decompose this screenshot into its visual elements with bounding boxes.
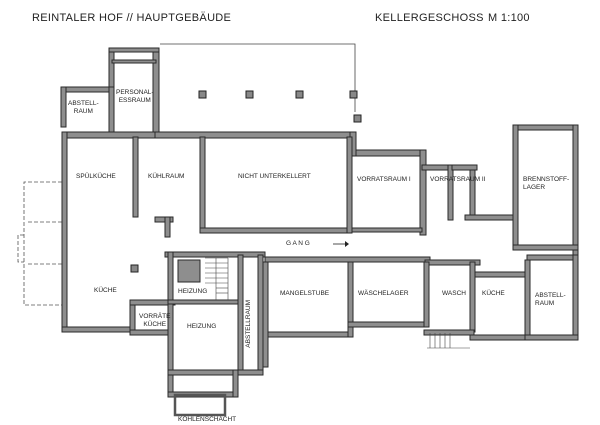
room-waeschelager: WÄSCHELAGER xyxy=(358,290,409,297)
room-nicht-unterkellert: NICHT UNTERKELLERT xyxy=(238,173,311,180)
room-mangelstube: MANGELSTUBE xyxy=(280,290,330,297)
room-kueche-east: KÜCHE xyxy=(482,290,505,297)
room-kohlenschacht: KOHLENSCHACHT xyxy=(178,416,237,423)
room-kueche: KÜCHE xyxy=(94,287,117,294)
room-abstellraum-vertical: ABSTELLRAUM xyxy=(245,300,252,348)
room-personal-essraum: PERSONAL- ESSRAUM xyxy=(116,89,154,104)
gang-arrow xyxy=(333,241,349,247)
room-vorraete-kueche: VORRÄTE KÜCHE xyxy=(139,313,171,328)
room-heizung-small: HEIZUNG xyxy=(178,288,208,295)
room-heizung: HEIZUNG xyxy=(187,323,217,330)
room-abstellraum-se: ABSTELL- RAUM xyxy=(535,292,566,307)
room-kuehlraum: KÜHLRAUM xyxy=(148,173,185,180)
floor-name: KELLERGESCHOSS xyxy=(375,12,484,24)
room-abstellraum-nw: ABSTELL- RAUM xyxy=(68,100,99,115)
room-spuelkueche: SPÜLKÜCHE xyxy=(76,173,116,180)
scale-label: M 1:100 xyxy=(488,12,530,24)
corridor-gang: G A N G xyxy=(286,240,310,247)
room-brennstofflager: BRENNSTOFF- LAGER xyxy=(523,176,570,191)
room-wasch: WASCH xyxy=(442,290,466,297)
plan-title: REINTALER HOF // HAUPTGEBÄUDE xyxy=(32,12,232,24)
room-vorratsraum-1: VORRATSRAUM I xyxy=(357,176,411,183)
terrace-outline xyxy=(160,43,362,123)
dashed-annex xyxy=(17,181,62,306)
room-vorratsraum-2: VORRATSRAUM II xyxy=(430,176,486,183)
